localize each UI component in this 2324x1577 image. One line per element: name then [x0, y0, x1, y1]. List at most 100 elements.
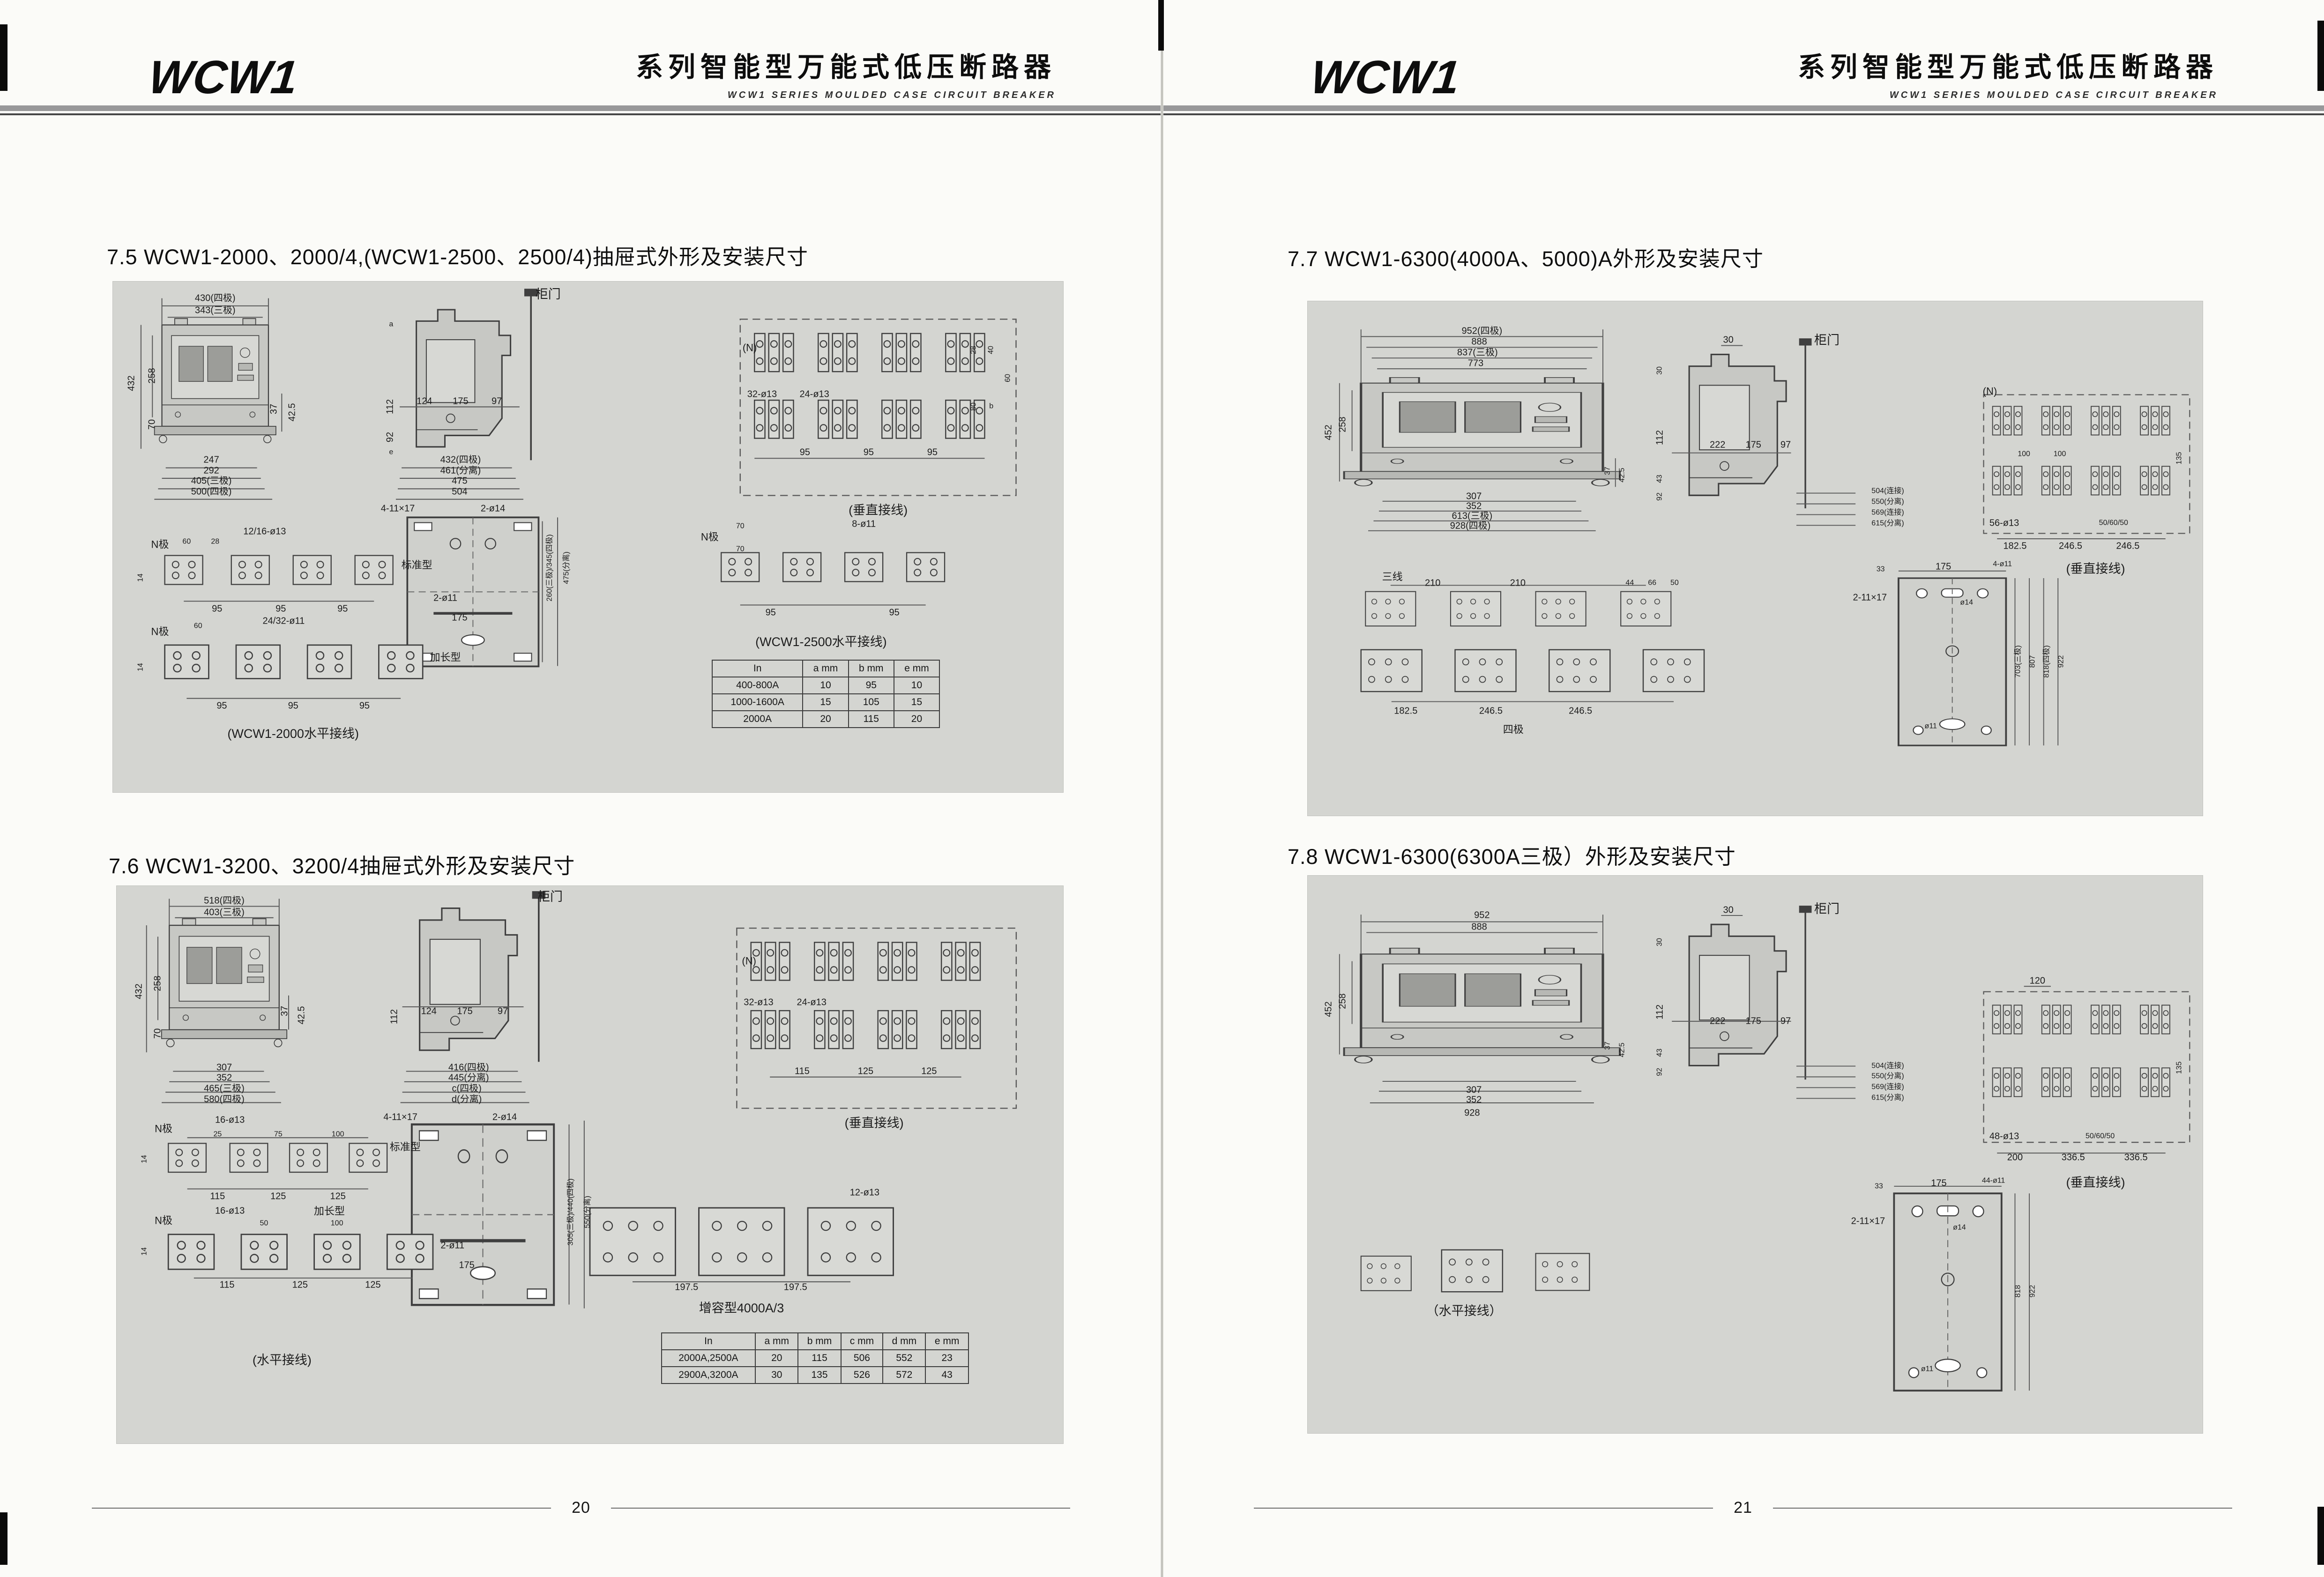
dim-label: 445(分离)	[448, 1072, 489, 1083]
dim-label: 416(四极)	[448, 1062, 489, 1073]
dim-label: 292	[203, 465, 219, 476]
engineering-drawing-7-5	[140, 289, 1017, 699]
dim-label: 452	[1323, 1001, 1334, 1017]
dim-label: 97	[491, 396, 502, 407]
dim-label: 14	[140, 1247, 149, 1256]
dim-label: 24-ø13	[799, 389, 829, 400]
dim-label: 42.5	[1618, 1042, 1626, 1057]
dim-label: 95	[863, 447, 874, 458]
dim-label: 70	[152, 1028, 163, 1039]
dim-label: 182.5	[2003, 541, 2027, 551]
dim-label: 50/60/50	[2099, 519, 2128, 527]
dim-label: 550(分离)	[1871, 498, 1904, 506]
dim-label: 175	[1931, 1178, 1947, 1189]
dim-label: 258	[1337, 993, 1348, 1010]
dim-label: 43	[1655, 1049, 1664, 1057]
dim-label: 2-ø11	[440, 1240, 465, 1251]
page-number: 20	[572, 1499, 590, 1517]
dim-label: c(四极)	[452, 1083, 482, 1094]
brand-logo: WCW1	[146, 51, 300, 104]
dim-label: 2-11×17	[1853, 592, 1887, 603]
dim-label: 14	[140, 1155, 149, 1163]
dim-label: 37	[1604, 467, 1612, 475]
dim-label: 818	[2014, 1285, 2022, 1298]
dim-label: 50	[1670, 579, 1679, 587]
dim-label: 32-ø13	[744, 997, 774, 1008]
dim-label: 475(分离)	[562, 551, 571, 584]
dim-label: 95	[288, 700, 298, 711]
dim-label: 175	[1935, 561, 1952, 572]
dim-label: 222	[1710, 1016, 1726, 1027]
page-footer: 20	[0, 1499, 1162, 1517]
dim-label: 95	[212, 603, 223, 614]
series-title-cn: 系列智能型万能式低压断路器	[1797, 52, 2218, 82]
dim-label: 95	[889, 607, 900, 618]
dim-label: 952	[1474, 910, 1490, 921]
dim-label: 三线	[1382, 570, 1403, 582]
dim-label: 50/60/50	[2085, 1132, 2115, 1140]
page-edge-mark	[0, 1512, 7, 1565]
dim-label: N极	[155, 1214, 173, 1227]
dim-label: 60	[194, 622, 202, 630]
dim-label: 60	[1004, 374, 1012, 383]
dim-label: 95	[337, 603, 348, 614]
dim-label: 112	[385, 399, 395, 414]
dim-label: 37	[279, 1006, 290, 1017]
series-title-en: WCW1 SERIES MOULDED CASE CIRCUIT BREAKER	[1889, 90, 2218, 100]
dim-label: 475	[452, 476, 468, 486]
dim-label: (垂直接线)	[2066, 1175, 2125, 1190]
dim-label: 44-ø11	[1981, 1176, 2005, 1185]
dim-label: 500(四极)	[191, 486, 232, 497]
dim-label: 50	[260, 1219, 268, 1227]
dim-label: 30	[1723, 335, 1734, 345]
page-spine-divider	[1161, 0, 1163, 1577]
dim-label: 222	[1710, 439, 1726, 450]
dim-label: d(分离)	[451, 1094, 482, 1105]
dim-label: 95	[765, 607, 776, 618]
dim-label: 928(四极)	[1450, 521, 1491, 531]
dim-label: 504	[452, 486, 468, 497]
engineering-drawing-7-7	[1339, 329, 2190, 747]
dim-label: 175	[459, 1260, 475, 1271]
dim-label: 70	[736, 545, 745, 553]
dim-label: 8-ø11	[852, 519, 876, 529]
dim-label: (水平接线)	[252, 1353, 312, 1368]
dim-label: (垂直接线)	[2066, 561, 2125, 576]
dim-label: 97	[1780, 439, 1791, 450]
dim-label: 95	[216, 700, 227, 711]
dim-label: (N)	[742, 955, 756, 967]
page-number: 21	[1734, 1499, 1752, 1517]
dim-label: 432	[126, 375, 137, 392]
dim-label: 703(三极)	[2014, 645, 2022, 678]
dim-label: 307	[216, 1062, 232, 1073]
dim-label: 30	[1655, 938, 1664, 946]
dim-label: 518(四极)	[204, 895, 245, 906]
dim-label: 25	[213, 1130, 222, 1138]
dim-label: a	[389, 320, 394, 328]
dim-label: 928	[1464, 1108, 1480, 1118]
dim-label: 115	[794, 1066, 810, 1077]
dim-label: 175	[1745, 439, 1761, 450]
dim-label: 504(连接)	[1871, 1062, 1904, 1070]
dim-label: 135	[2175, 1061, 2183, 1074]
dim-label: (N)	[1982, 385, 1997, 397]
dim-label: 95	[359, 700, 370, 711]
dim-label: 100	[330, 1219, 343, 1227]
dim-label: 42.5	[1618, 468, 1626, 483]
dim-label: 标准型	[401, 559, 432, 571]
dim-label: ø14	[1960, 598, 1974, 607]
footer-line-right	[611, 1507, 1070, 1509]
dim-label: 336.5	[2061, 1152, 2085, 1163]
dim-label: 125	[270, 1191, 286, 1202]
dim-label: 33	[1876, 565, 1885, 573]
dim-label: (N)	[742, 342, 757, 354]
dim-label: 135	[2175, 452, 2183, 464]
dim-label: 210	[1424, 578, 1441, 588]
dim-label: 95	[799, 447, 810, 458]
footer-line-left	[92, 1507, 551, 1509]
dim-label: 4-11×17	[380, 503, 415, 514]
dim-label: 818(四极)	[2042, 645, 2051, 678]
header-rule-thick	[1162, 105, 2324, 111]
dim-label: 125	[292, 1279, 308, 1290]
